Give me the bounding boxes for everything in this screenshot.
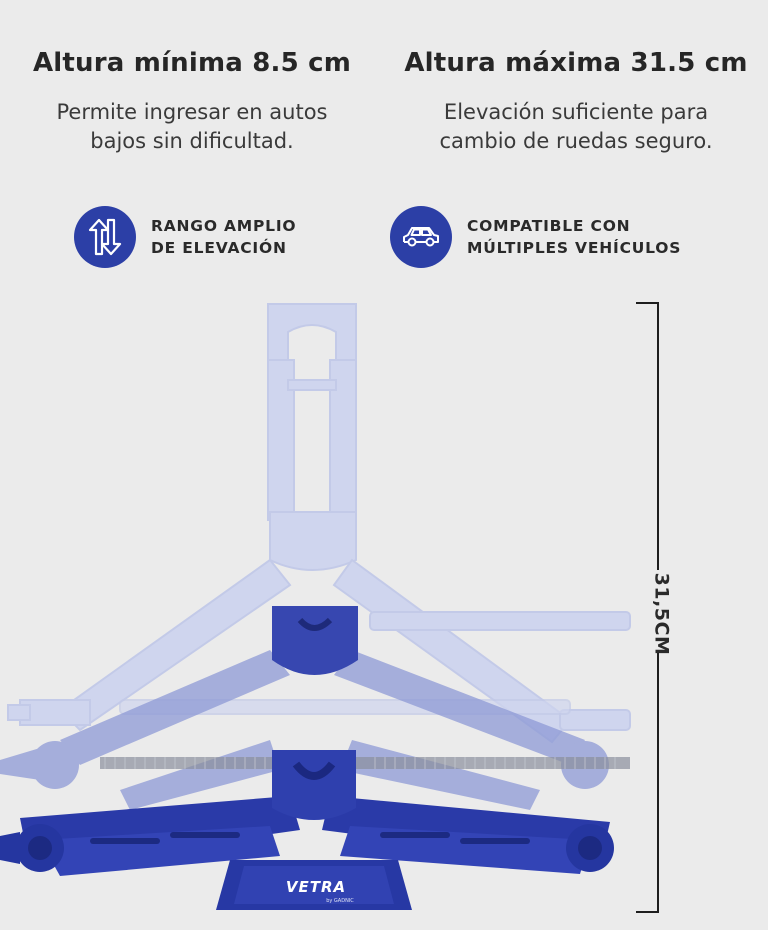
sub-brand-logo: by GADNIC [326,898,354,904]
scissor-jack-illustration: VETRA by GADNIC [0,290,768,926]
feature-compatibility: COMPATIBLE CON MÚLTIPLES VEHÍCULOS [390,206,681,268]
raised-jack-ghost [0,303,631,810]
height-dimension-label: 31,5CM [650,572,673,656]
min-height-title: Altura mínima 8.5 cm [32,48,352,78]
car-icon [390,206,452,268]
max-height-title: Altura máxima 31.5 cm [404,48,748,78]
feature-elevation-text: RANGO AMPLIO DE ELEVACIÓN [151,217,297,257]
min-height-description: Permite ingresar en autos bajos sin difi… [56,100,328,153]
brand-logo: VETRA [286,878,346,896]
max-height-description: Elevación suficiente para cambio de rued… [439,100,713,153]
height-dimension-bracket [636,302,659,913]
feature-elevation-range: RANGO AMPLIO DE ELEVACIÓN [74,206,296,268]
lowered-jack [0,750,614,910]
up-down-arrows-icon [74,206,136,268]
feature-compatibility-text: COMPATIBLE CON MÚLTIPLES VEHÍCULOS [467,217,682,257]
